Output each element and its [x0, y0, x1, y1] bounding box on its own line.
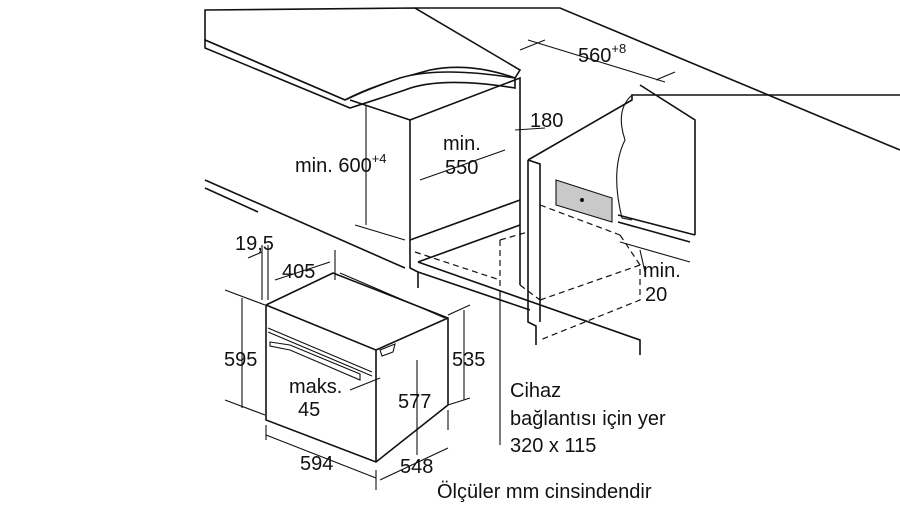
niche-width-label-1: min. [443, 133, 481, 155]
oven [265, 272, 449, 463]
front-offset-label: 19,5 [235, 233, 274, 255]
dimension-lines [224, 39, 691, 490]
depth-label: 548 [400, 456, 433, 478]
vent-gap-label: 180 [530, 110, 563, 132]
side-height-label: 535 [452, 349, 485, 371]
min-gap-label-2: 20 [645, 284, 667, 306]
connection-note-3: 320 x 115 [510, 435, 596, 457]
niche-height-label: min. 600+4 [295, 151, 387, 177]
inner-height-label: 577 [398, 391, 431, 413]
handle-label-2: 45 [298, 399, 320, 421]
connection-note-2: bağlantısı için yer [510, 408, 666, 430]
niche-width-label-2: 550 [445, 157, 478, 179]
top-depth-label: 405 [282, 261, 315, 283]
cabinet-niche [204, 76, 900, 355]
min-gap-label-1: min. [643, 260, 681, 282]
units-note: Ölçüler mm cinsindendir [437, 481, 652, 503]
handle-label-1: maks. [289, 376, 342, 398]
height-label: 595 [224, 349, 257, 371]
width-label: 594 [300, 453, 333, 475]
countertop [204, 7, 900, 151]
connection-note-1: Cihaz [510, 380, 561, 402]
niche-depth-label: 560+8 [578, 41, 626, 67]
